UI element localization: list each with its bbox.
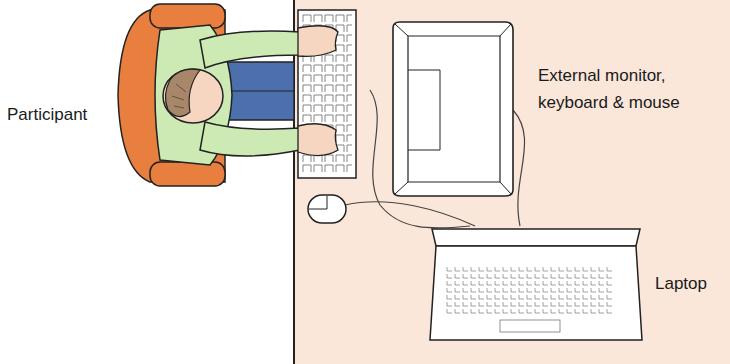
- laptop: [430, 229, 642, 340]
- laptop-label: Laptop: [655, 270, 725, 297]
- desk: [294, 0, 730, 364]
- external-monitor: [393, 22, 513, 196]
- participant-figure: [155, 25, 338, 165]
- monitor-label: External monitor, keyboard & mouse: [538, 62, 724, 116]
- mouse: [308, 195, 346, 223]
- participant-label: Participant: [7, 101, 117, 128]
- keyboard: [298, 10, 356, 178]
